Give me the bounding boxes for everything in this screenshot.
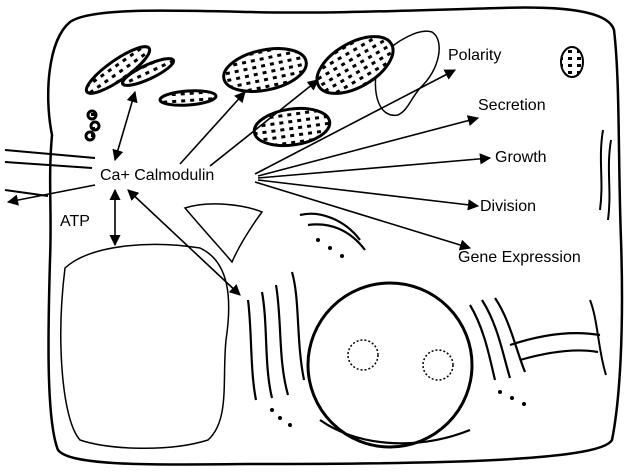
output-label-gene-expression: Gene Expression (458, 249, 581, 266)
atp-label: ATP (60, 213, 90, 230)
endoplasmic-reticulum-right (590, 130, 611, 375)
nucleus (308, 283, 472, 447)
output-label-secretion: Secretion (478, 97, 546, 114)
nucleolus (423, 350, 453, 380)
calmodulin-label: Ca+ Calmodulin (100, 167, 214, 184)
output-label-division: Division (480, 198, 536, 215)
vacuole (61, 244, 229, 448)
ribosomes (270, 238, 526, 427)
mitochondria (81, 25, 402, 150)
nucleolus (348, 340, 378, 370)
output-label-growth: Growth (495, 149, 547, 166)
arrow-to-mitochondria (115, 92, 135, 160)
output-label-polarity: Polarity (448, 47, 501, 64)
arrow-to-nucleus (128, 190, 240, 295)
arrow-to-growth (258, 158, 490, 178)
peroxisome (561, 47, 583, 77)
